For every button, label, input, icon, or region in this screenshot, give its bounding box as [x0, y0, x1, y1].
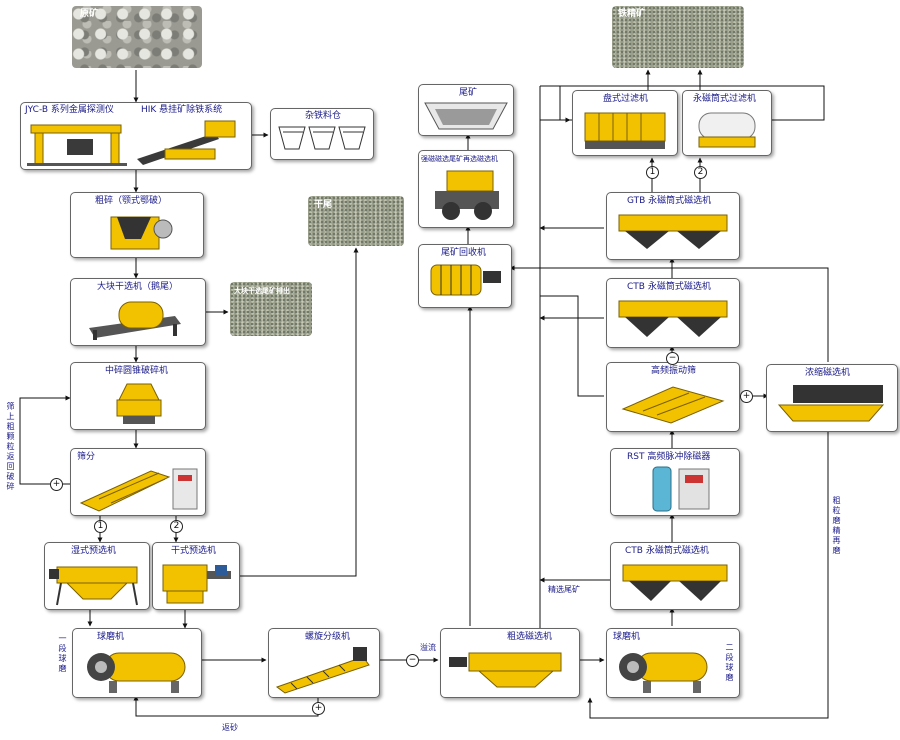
return-sand-plus-marker: +: [312, 702, 325, 715]
disc-filter-label: 盘式过滤机: [603, 94, 649, 104]
return-sand-label: 返砂: [222, 723, 238, 732]
coarse-crush-label: 粗碎（颚式鄂破）: [95, 196, 168, 206]
rough-separator-icon: [449, 652, 562, 688]
tailings-recovery-label: 尾矿回收机: [441, 248, 487, 258]
overflow-minus-marker: −: [406, 654, 419, 667]
overflow-label: 溢流: [420, 643, 436, 652]
drum-filter-box: 永磁筒式过滤机: [682, 90, 772, 156]
spiral-classifier-box: 螺旋分级机: [268, 628, 380, 698]
filter-split-1-marker: 1: [646, 166, 659, 179]
ctb-2-box: CTB 永磁筒式磁选机: [606, 278, 740, 348]
rough-separator-label: 粗选磁选机: [507, 632, 553, 642]
spiral-classifier-icon: [275, 647, 370, 694]
high-freq-screen-icon: [621, 386, 725, 424]
dry-tailings-label: 干尾: [314, 200, 333, 210]
ctb-2-icon: [618, 300, 728, 337]
screen-split-2-marker: 2: [170, 520, 183, 533]
screening-label: 筛分: [77, 452, 96, 462]
raw-ore-image: [72, 6, 202, 68]
concentrating-separator-icon: [777, 385, 885, 422]
ctb-2-label: CTB 永磁筒式磁选机: [627, 282, 711, 292]
wet-separator-icon: [49, 566, 138, 606]
concentrate-label: 铁精矿: [618, 9, 646, 19]
detector-machine-icon: [27, 124, 127, 166]
waste-rock-label: 大块干选尾矿排出: [234, 287, 290, 295]
dry-preselector-icon: [162, 564, 231, 604]
screen-minus-marker: −: [666, 352, 679, 365]
ctb-3-box: CTB 永磁筒式磁选机: [610, 542, 740, 610]
screen-return-text: 筛上粗颗粒返回破碎: [6, 402, 15, 491]
tailings-pond-icon: [424, 102, 508, 130]
dry-preselector-box: 干式预选机: [152, 542, 240, 610]
tailings-recovery-box: 尾矿回收机: [418, 244, 512, 308]
tailings-label: 尾矿: [459, 88, 478, 98]
gtb-1-icon: [618, 214, 728, 249]
ball-mill-2-box: 球磨机 二段球磨: [606, 628, 740, 698]
screen-plus-marker: +: [50, 478, 63, 491]
medium-crush-box: 中碎圆锥破碎机: [70, 362, 206, 430]
concentrate-image: [612, 6, 744, 68]
rough-tail-label: 精选尾矿: [548, 585, 580, 594]
screen-split-1-marker: 1: [94, 520, 107, 533]
ball-mill-2-icon: [619, 652, 708, 693]
ctb-3-icon: [622, 564, 728, 601]
dry-separator-box: 大块干选机（鹅尾）: [70, 278, 206, 346]
wet-separator-box: 湿式预选机: [44, 542, 150, 610]
ball-mill-1-side-text: 一段球磨: [58, 634, 67, 673]
tailings-recovery-icon: [430, 264, 501, 296]
raw-ore-label: 原矿: [80, 9, 99, 19]
scrap-iron-bins-icon: [278, 126, 366, 150]
rst-label: RST 高频脉冲除磁器: [627, 452, 711, 462]
medium-crush-label: 中碎圆锥破碎机: [105, 366, 169, 376]
vibrating-screen-icon: [79, 468, 198, 512]
iron-remover-machine-icon: [137, 120, 236, 165]
high-freq-screen-box: 高频振动筛: [606, 362, 740, 432]
concentrating-label: 浓缩磁选机: [805, 368, 851, 378]
ball-mill-1-icon: [87, 652, 186, 693]
tailings-box: 尾矿: [418, 84, 514, 136]
gtb-1-box: GTB 永磁筒式磁选机: [606, 192, 740, 260]
screening-box: 筛分: [70, 448, 206, 516]
dry-preselector-label: 干式预选机: [171, 546, 217, 556]
dry-separator-label: 大块干选机（鹅尾）: [97, 282, 179, 292]
filter-split-2-marker: 2: [694, 166, 707, 179]
coarse-crush-box: 粗碎（颚式鄂破）: [70, 192, 204, 258]
concentrating-plus-marker: +: [740, 390, 753, 403]
jaw-crusher-icon: [110, 216, 173, 250]
ball-mill-2-side-text: 二段球磨: [725, 643, 734, 682]
drum-filter-label: 永磁筒式过滤机: [693, 94, 757, 104]
ball-mill-2-label: 球磨机: [613, 632, 641, 642]
ball-mill-1-box: 球磨机: [72, 628, 202, 698]
dry-tailings-image: [308, 196, 404, 246]
ctb-3-label: CTB 永磁筒式磁选机: [625, 546, 709, 556]
concentrating-box: 浓缩磁选机: [766, 364, 898, 432]
detector-iron-remover-box: JYC-B 系列金属探测仪 HIK 悬挂矿除铁系统: [20, 102, 252, 170]
cone-crusher-icon: [116, 383, 162, 424]
wet-separator-label: 湿式预选机: [71, 546, 117, 556]
scrap-iron-box: 杂铁料仓: [270, 108, 374, 160]
detector-label: JYC-B 系列金属探测仪: [25, 105, 114, 115]
spiral-classifier-label: 螺旋分级机: [305, 632, 351, 642]
disc-filter-box: 盘式过滤机: [572, 90, 678, 156]
rst-box: RST 高频脉冲除磁器: [610, 448, 740, 516]
drum-filter-icon: [698, 112, 756, 148]
iron-remover-label: HIK 悬挂矿除铁系统: [141, 105, 223, 115]
rough-separator-box: 粗选磁选机: [440, 628, 580, 698]
ball-mill-1-label: 球磨机: [97, 632, 125, 642]
scrap-iron-label: 杂铁料仓: [305, 111, 342, 121]
disc-filter-icon: [584, 112, 666, 149]
strong-mag-label: 强磁磁选尾矿再选磁选机: [421, 155, 498, 163]
strong-mag-icon: [435, 170, 499, 220]
drum-dry-separator-icon: [89, 301, 181, 340]
coarse-regrind-text: 粗粒磨精再磨: [832, 496, 841, 555]
gtb-1-label: GTB 永磁筒式磁选机: [627, 196, 712, 206]
high-freq-screen-label: 高频振动筛: [651, 366, 697, 376]
waste-rock-image: [230, 282, 312, 336]
strong-mag-box: 强磁磁选尾矿再选磁选机: [418, 150, 514, 228]
rst-demagnetizer-icon: [652, 466, 710, 512]
